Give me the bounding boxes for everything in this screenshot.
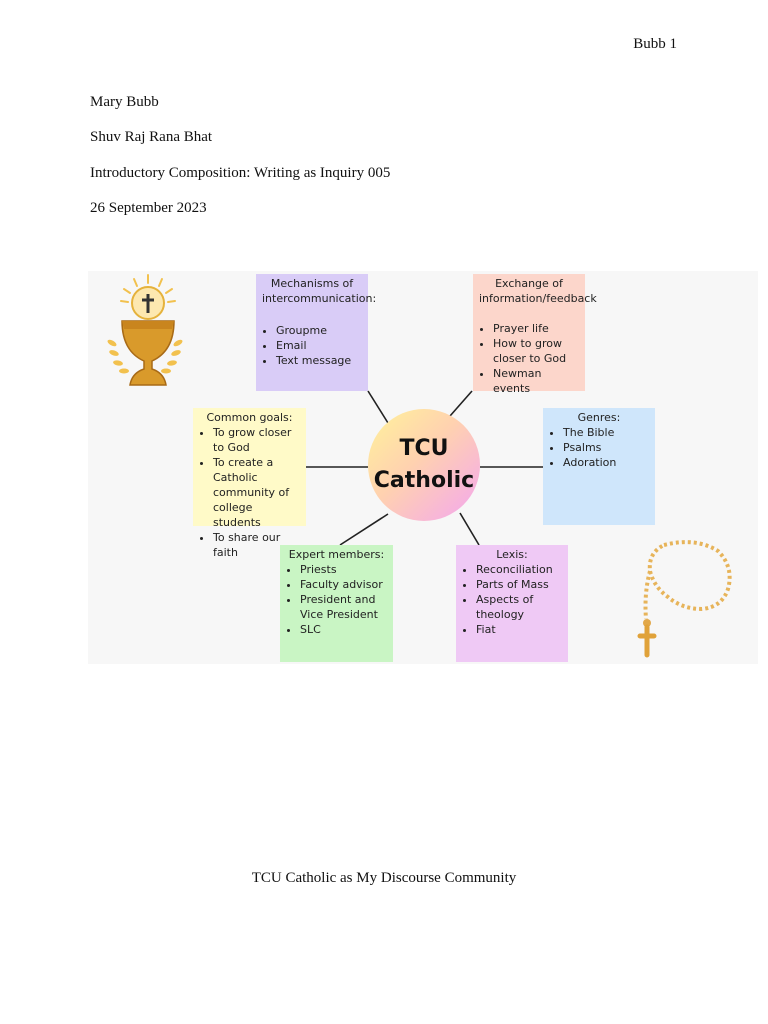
center-label-line1: TCU — [399, 436, 449, 461]
list-item: Priests — [300, 562, 387, 577]
connector-lines — [306, 390, 543, 546]
common-goals-box: Common goals: To grow closer to God To c… — [193, 408, 306, 559]
page-header: Bubb 1 — [633, 36, 677, 52]
list-item: Email — [276, 338, 362, 353]
center-label-line2: Catholic — [373, 468, 475, 493]
expert-members-box: Expert members: Priests Faculty advisor … — [280, 545, 393, 662]
concept-map: Mechanisms of intercommunication: Groupm… — [88, 271, 758, 664]
course-name: Introductory Composition: Writing as Inq… — [90, 165, 391, 181]
list-item: Parts of Mass — [476, 577, 562, 592]
list-item: President and Vice President — [300, 592, 387, 622]
expert-members-title: Expert members: — [288, 548, 385, 561]
mechanisms-box: Mechanisms of intercommunication: Groupm… — [256, 274, 377, 391]
document-title: TCU Catholic as My Discourse Community — [251, 870, 517, 886]
list-item: Text message — [276, 353, 362, 368]
lexis-title: Lexis: — [496, 548, 528, 561]
lexis-box: Lexis: Reconciliation Parts of Mass Aspe… — [456, 545, 568, 662]
list-item: Aspects of theology — [476, 592, 562, 622]
author-name: Mary Bubb — [90, 94, 159, 110]
list-item: Reconciliation — [476, 562, 562, 577]
list-item: Psalms — [563, 440, 649, 455]
exchange-box: Exchange of information/feedback Prayer … — [473, 274, 597, 395]
instructor-name: Shuv Raj Rana Bhat — [90, 129, 213, 145]
list-item: How to grow closer to God — [493, 336, 579, 366]
list-item: Fiat — [476, 622, 562, 637]
list-item: The Bible — [563, 425, 649, 440]
date-line: 26 September 2023 — [90, 200, 207, 216]
center-node: TCU Catholic — [368, 409, 480, 521]
mechanisms-title: Mechanisms of intercommunication: — [262, 277, 377, 305]
list-item: To grow closer to God — [213, 425, 300, 455]
genres-box: Genres: The Bible Psalms Adoration — [543, 408, 655, 525]
rosary-icon — [637, 540, 732, 658]
list-item: Prayer life — [493, 321, 579, 336]
list-item: To share our faith — [213, 530, 300, 560]
list-item: Newman events — [493, 366, 579, 396]
exchange-title: Exchange of information/feedback — [479, 277, 597, 305]
list-item: Groupme — [276, 323, 362, 338]
common-goals-title: Common goals: — [206, 411, 293, 424]
list-item: To create a Catholic community of colleg… — [213, 455, 300, 530]
list-item: Faculty advisor — [300, 577, 387, 592]
chalice-icon — [107, 274, 183, 386]
genres-title: Genres: — [577, 411, 621, 424]
list-item: SLC — [300, 622, 387, 637]
list-item: Adoration — [563, 455, 649, 470]
